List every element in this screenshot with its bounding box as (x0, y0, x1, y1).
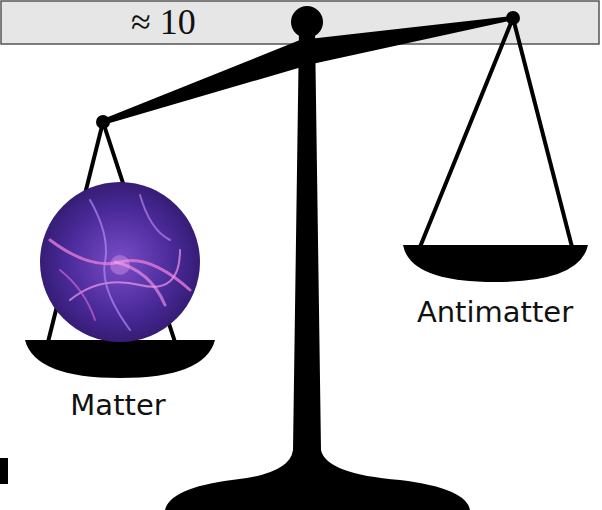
edge-bar (0, 458, 8, 484)
pan-label: Matter (70, 388, 165, 422)
pan-label: Antimatter (417, 295, 573, 329)
formula-box: ≈ 10 (1, 1, 599, 44)
pan-string (420, 18, 513, 247)
right-pan-dish (403, 245, 588, 282)
right-pan (420, 18, 572, 247)
matter-globe (40, 182, 200, 342)
left-pan-dish (25, 340, 215, 378)
pan-string (513, 18, 572, 247)
formula-text: ≈ 10 (131, 2, 599, 42)
pivot-knob (291, 6, 323, 38)
